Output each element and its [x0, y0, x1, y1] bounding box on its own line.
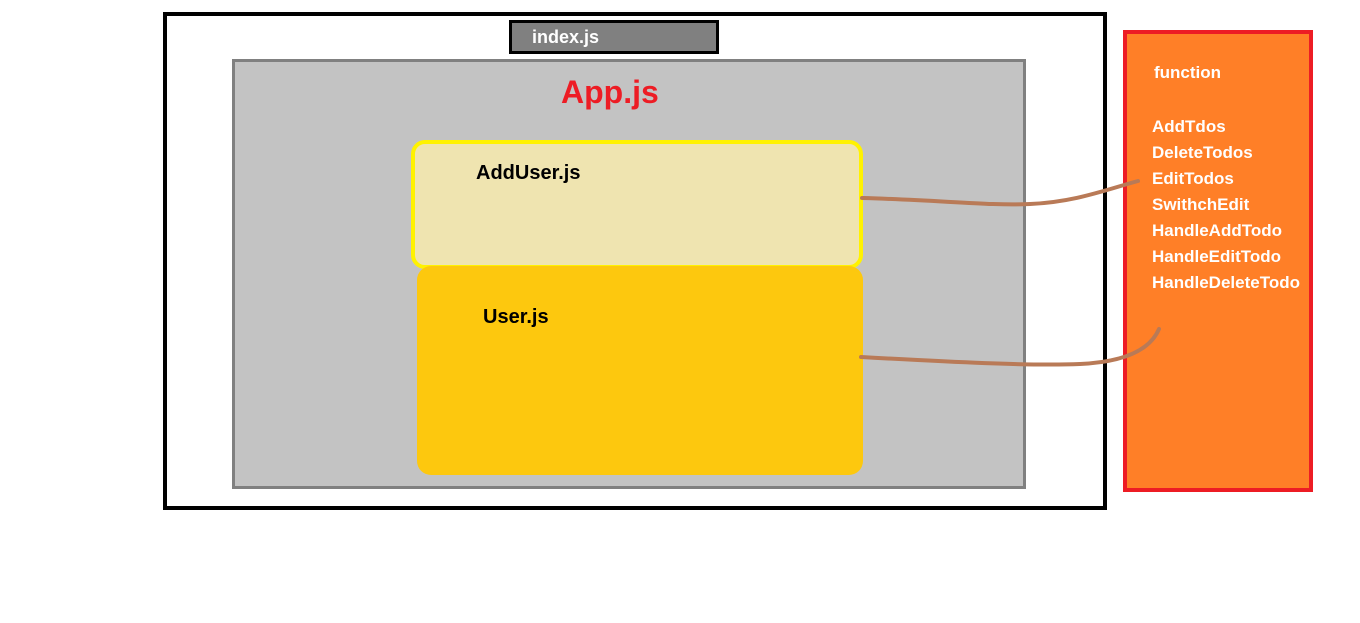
function-list: AddTdos DeleteTodos EditTodos SwithchEdi… — [1152, 114, 1300, 296]
adduser-js-box — [411, 140, 863, 269]
function-item-handleaddtodo: HandleAddTodo — [1152, 221, 1282, 240]
function-item-addtdos: AddTdos — [1152, 117, 1226, 136]
index-js-box: index.js — [509, 20, 719, 54]
app-js-label: App.js — [561, 74, 659, 110]
function-item-handledeletetodo: HandleDeleteTodo — [1152, 273, 1300, 292]
index-js-label: index.js — [532, 27, 600, 47]
function-item-edittodos: EditTodos — [1152, 169, 1234, 188]
function-item-deletetodos: DeleteTodos — [1152, 143, 1253, 162]
user-js-box — [417, 266, 863, 475]
user-js-label: User.js — [483, 306, 549, 328]
function-panel — [1123, 30, 1313, 492]
function-item-handleedittodo: HandleEditTodo — [1152, 247, 1282, 266]
function-item-swithchedit: SwithchEdit — [1152, 195, 1250, 214]
adduser-js-label: AddUser.js — [476, 162, 581, 184]
function-title: function — [1154, 63, 1222, 82]
